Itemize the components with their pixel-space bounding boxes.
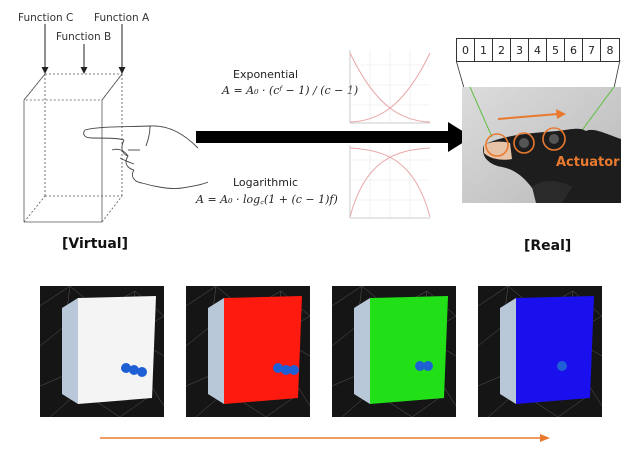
scale-cell: 2 bbox=[493, 39, 511, 61]
sphere-icon bbox=[289, 365, 299, 375]
logarithmic-formula: A = A₀ · log꜀(1 + (c − 1)f) bbox=[196, 193, 338, 206]
main-arrow-icon bbox=[196, 122, 472, 152]
exponential-title: Exponential bbox=[233, 68, 299, 81]
scale-cell: 5 bbox=[547, 39, 565, 61]
exp-curve-1 bbox=[349, 52, 431, 123]
vr-panel-blue bbox=[478, 286, 602, 417]
virtual-box-drawing bbox=[23, 24, 209, 223]
exponential-formula: A = A₀ · (cᶠ − 1) / (c − 1) bbox=[222, 84, 359, 97]
function-b-label: Function B bbox=[56, 31, 112, 43]
exp-curve-2 bbox=[349, 52, 431, 123]
hand-sketch-icon bbox=[83, 125, 209, 189]
scale-cell: 0 bbox=[457, 39, 475, 61]
sphere-icon bbox=[423, 361, 433, 371]
cube-face bbox=[224, 296, 302, 404]
progression-arrow-icon bbox=[100, 434, 550, 442]
log-curve-1 bbox=[349, 147, 431, 218]
cube-face bbox=[370, 296, 448, 404]
cube-side bbox=[62, 298, 78, 404]
cube-side bbox=[500, 298, 516, 404]
function-c-label: Function C bbox=[18, 12, 74, 24]
scale-cell: 1 bbox=[475, 39, 493, 61]
vr-panel-green bbox=[332, 286, 456, 417]
scale-cell: 4 bbox=[529, 39, 547, 61]
log-curve-2 bbox=[349, 147, 431, 218]
cube-face bbox=[516, 296, 594, 404]
sphere-icon bbox=[281, 365, 291, 375]
fingertip-skin bbox=[484, 141, 512, 160]
scale-cell: 3 bbox=[511, 39, 529, 61]
scale-cell: 8 bbox=[606, 43, 614, 57]
virtual-caption: [Virtual] bbox=[62, 236, 128, 252]
real-caption: [Real] bbox=[524, 238, 572, 254]
scale-connectors bbox=[456, 60, 621, 89]
cube-side bbox=[208, 298, 224, 404]
logarithmic-plot bbox=[349, 145, 431, 219]
real-glove-photo: Actuator bbox=[462, 87, 621, 203]
intensity-scale: 0 1 2 3 4 5 6 7 8 bbox=[456, 38, 620, 62]
exponential-plot bbox=[349, 50, 431, 124]
logarithmic-title: Logarithmic bbox=[233, 176, 299, 189]
wireframe-box bbox=[23, 73, 123, 223]
scale-cell: 7 bbox=[583, 39, 601, 61]
vr-panel-white bbox=[40, 286, 164, 417]
sphere-icon bbox=[129, 365, 139, 375]
sphere-icon bbox=[137, 367, 147, 377]
sphere-icon bbox=[273, 363, 283, 373]
vr-panel-red bbox=[186, 286, 310, 417]
function-a-label: Function A bbox=[94, 12, 150, 24]
sphere-icon bbox=[415, 361, 425, 371]
sphere-icon bbox=[557, 361, 567, 371]
cube-face bbox=[78, 296, 156, 404]
glove-shape bbox=[483, 128, 621, 203]
glove-image bbox=[462, 87, 621, 203]
actuator-label: Actuator bbox=[556, 155, 620, 170]
sphere-icon bbox=[121, 363, 131, 373]
cube-side bbox=[354, 298, 370, 404]
scale-cell: 6 bbox=[565, 39, 583, 61]
